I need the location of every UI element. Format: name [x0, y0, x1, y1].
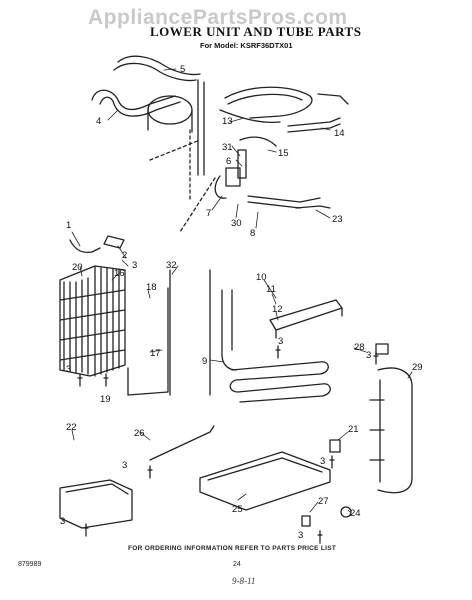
callout-label-3: 3	[66, 364, 71, 375]
callout-label-3: 3	[278, 336, 283, 347]
callout-label-1: 1	[66, 220, 71, 231]
callout-label-3: 3	[298, 530, 303, 541]
callout-label-6: 6	[226, 156, 231, 167]
callout-label-2: 2	[122, 250, 127, 261]
model-subtitle: For Model: KSRF36DTX01	[200, 41, 293, 50]
part-25-drain-pan	[199, 451, 331, 511]
callout-label-17: 17	[150, 348, 161, 359]
callout-label-26: 26	[134, 428, 145, 439]
callout-label-9: 9	[202, 356, 207, 367]
part-2-clip	[103, 235, 125, 249]
callout-label-28: 28	[354, 342, 365, 353]
part-1-wire	[69, 239, 101, 254]
callout-label-27: 27	[318, 496, 329, 507]
callout-label-3: 3	[366, 350, 371, 361]
page-number: 24	[233, 561, 241, 568]
callout-label-20: 20	[72, 262, 83, 273]
part-13-coil	[224, 86, 313, 119]
document-number: 879989	[18, 561, 42, 568]
ordering-footer: FOR ORDERING INFORMATION REFER TO PARTS …	[128, 545, 337, 552]
callout-label-14: 14	[334, 128, 345, 139]
screw	[147, 465, 153, 479]
callout-label-4: 4	[96, 116, 101, 127]
callout-label-10: 10	[256, 272, 267, 283]
part-21-clip	[329, 439, 341, 453]
part-17-bracket	[127, 287, 169, 396]
part-8-tube	[247, 195, 321, 203]
part-29-shroud	[377, 367, 413, 494]
callout-label-25: 25	[232, 504, 243, 515]
callout-label-8: 8	[250, 228, 255, 239]
part-15-tube	[239, 136, 277, 147]
callout-label-16: 16	[114, 268, 125, 279]
callout-label-22: 22	[66, 422, 77, 433]
part-5-tube	[117, 55, 201, 76]
callout-label-23: 23	[332, 214, 343, 225]
part-14-tube	[287, 117, 341, 127]
callout-label-13: 13	[222, 116, 233, 127]
callout-label-24: 24	[350, 508, 361, 519]
part-26-rod	[149, 425, 215, 461]
callout-label-32: 32	[166, 260, 177, 271]
callout-label-30: 30	[231, 218, 242, 229]
callout-label-21: 21	[348, 424, 359, 435]
callout-label-3: 3	[60, 516, 65, 527]
part-22-tray	[59, 479, 133, 529]
callout-label-19: 19	[100, 394, 111, 405]
watermark: AppliancePartsPros.com	[88, 6, 348, 29]
part-16-condenser	[59, 265, 126, 377]
part-6-drier	[237, 149, 247, 179]
callout-label-18: 18	[146, 282, 157, 293]
part-23	[295, 205, 331, 209]
callout-label-12: 12	[272, 304, 283, 315]
part-9-defrost-heater	[221, 289, 331, 403]
part-28	[375, 343, 389, 355]
callout-label-3: 3	[132, 260, 137, 271]
part-24	[340, 506, 352, 518]
handwritten-date: 9-8-11	[232, 576, 256, 586]
page-title: LOWER UNIT AND TUBE PARTS	[150, 24, 362, 39]
callout-label-3: 3	[320, 456, 325, 467]
callout-label-5: 5	[180, 64, 185, 75]
callout-label-31: 31	[222, 142, 233, 153]
part-27	[301, 515, 311, 527]
callout-label-3: 3	[122, 460, 127, 471]
callout-label-11: 11	[266, 284, 276, 295]
part-4-tube	[91, 89, 176, 111]
callout-label-15: 15	[278, 148, 289, 159]
callout-label-7: 7	[206, 208, 211, 219]
callout-label-29: 29	[412, 362, 423, 373]
